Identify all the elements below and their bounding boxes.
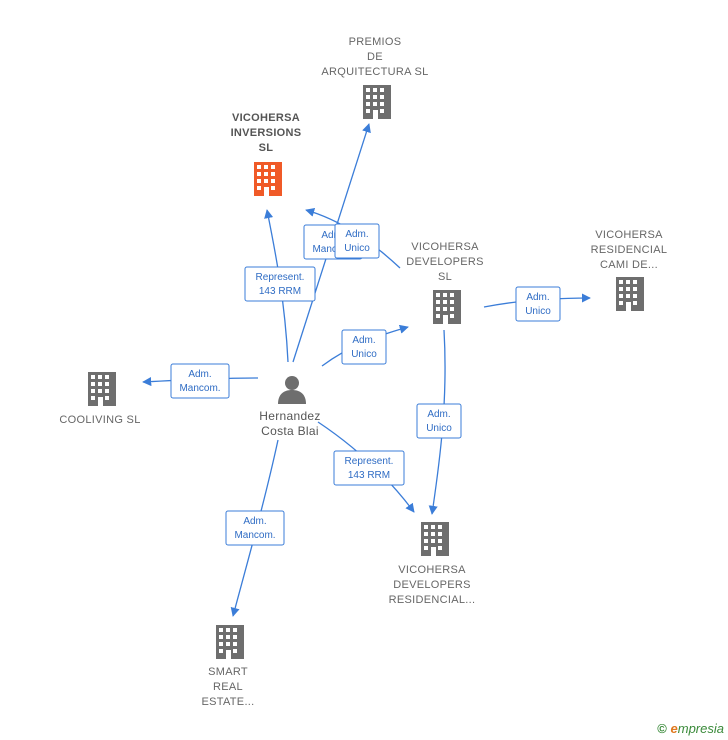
svg-text:ARQUITECTURA SL: ARQUITECTURA SL [321,66,428,78]
svg-text:Unico: Unico [351,349,377,360]
person-icon [278,376,306,404]
edge-label-person-developers[interactable]: Adm. Unico [341,329,387,365]
svg-text:Mancom.: Mancom. [179,383,220,394]
svg-text:SL: SL [259,142,274,154]
edge-label-person-premios[interactable]: Adm. Unico [334,223,380,259]
svg-text:Adm.: Adm. [526,292,549,303]
svg-text:Costa Blai: Costa Blai [261,424,319,438]
building-icon [216,625,244,659]
svg-text:Unico: Unico [525,306,551,317]
edge-label-person-smart[interactable]: Adm. Mancom. [225,510,285,546]
building-icon [254,162,282,196]
copyright-icon: © [657,721,667,736]
svg-text:Mancom.: Mancom. [312,244,353,255]
node-residencial-cami[interactable]: VICOHERSA RESIDENCIAL CAMI DE... [591,229,668,311]
node-premios[interactable]: PREMIOS DE ARQUITECTURA SL [321,36,428,119]
svg-text:PREMIOS: PREMIOS [349,36,402,48]
svg-text:Adm.: Adm. [345,229,368,240]
node-developers-residencial[interactable]: VICOHERSA DEVELOPERS RESIDENCIAL... [389,522,476,606]
svg-text:SL: SL [438,271,452,283]
svg-text:DEVELOPERS: DEVELOPERS [393,579,471,591]
svg-text:CAMI DE...: CAMI DE... [600,259,658,271]
edge-label-developers-devres[interactable]: Adm. Unico [416,403,462,439]
svg-text:INVERSIONS: INVERSIONS [231,127,302,139]
edge-label-person-cooliving[interactable]: Adm. Mancom. [170,363,230,399]
svg-text:Adm.: Adm. [352,335,375,346]
edge-label-person-devres[interactable]: Represent. 143 RRM [333,450,405,486]
node-inversions[interactable]: VICOHERSA INVERSIONS SL [231,112,302,196]
svg-text:RESIDENCIAL...: RESIDENCIAL... [389,594,476,606]
building-icon [88,372,116,406]
svg-text:143 RRM: 143 RRM [259,286,301,297]
edge-label-developers-cami[interactable]: Adm. Unico [515,286,561,322]
svg-text:REAL: REAL [213,681,243,693]
svg-text:RESIDENCIAL: RESIDENCIAL [591,244,668,256]
svg-text:Adm.: Adm. [427,409,450,420]
brand-footer: © empresia [657,721,724,736]
svg-text:Hernandez: Hernandez [259,409,320,423]
svg-text:Adm.: Adm. [321,230,344,241]
building-icon [433,290,461,324]
svg-text:COOLIVING SL: COOLIVING SL [59,414,140,426]
svg-text:ESTATE...: ESTATE... [201,696,254,708]
brand-initial: e [670,721,678,736]
svg-text:SMART: SMART [208,666,248,678]
svg-text:DEVELOPERS: DEVELOPERS [406,256,484,268]
svg-text:VICOHERSA: VICOHERSA [411,241,479,253]
brand-name: mpresia [677,721,724,736]
node-person[interactable]: Hernandez Costa Blai [259,376,320,438]
node-smart[interactable]: SMART REAL ESTATE... [201,625,254,708]
svg-text:Mancom.: Mancom. [234,530,275,541]
edge-labels: Adm. Mancom. Adm. Unico Represent. 143 R… [170,223,561,546]
svg-text:VICOHERSA: VICOHERSA [595,229,663,241]
node-developers[interactable]: VICOHERSA DEVELOPERS SL [406,241,484,324]
building-icon [421,522,449,556]
svg-text:Represent.: Represent. [256,272,305,283]
svg-text:Unico: Unico [344,243,370,254]
svg-text:Adm.: Adm. [188,369,211,380]
svg-text:VICOHERSA: VICOHERSA [232,112,300,124]
node-cooliving[interactable]: COOLIVING SL [59,372,140,426]
svg-text:VICOHERSA: VICOHERSA [398,564,466,576]
svg-text:Adm.: Adm. [243,516,266,527]
svg-text:Represent.: Represent. [345,456,394,467]
svg-text:DE: DE [367,51,383,63]
svg-text:143 RRM: 143 RRM [348,470,390,481]
building-icon [363,85,391,119]
building-icon [616,277,644,311]
svg-text:Unico: Unico [426,423,452,434]
edge-label-person-inversions[interactable]: Represent. 143 RRM [244,266,316,302]
